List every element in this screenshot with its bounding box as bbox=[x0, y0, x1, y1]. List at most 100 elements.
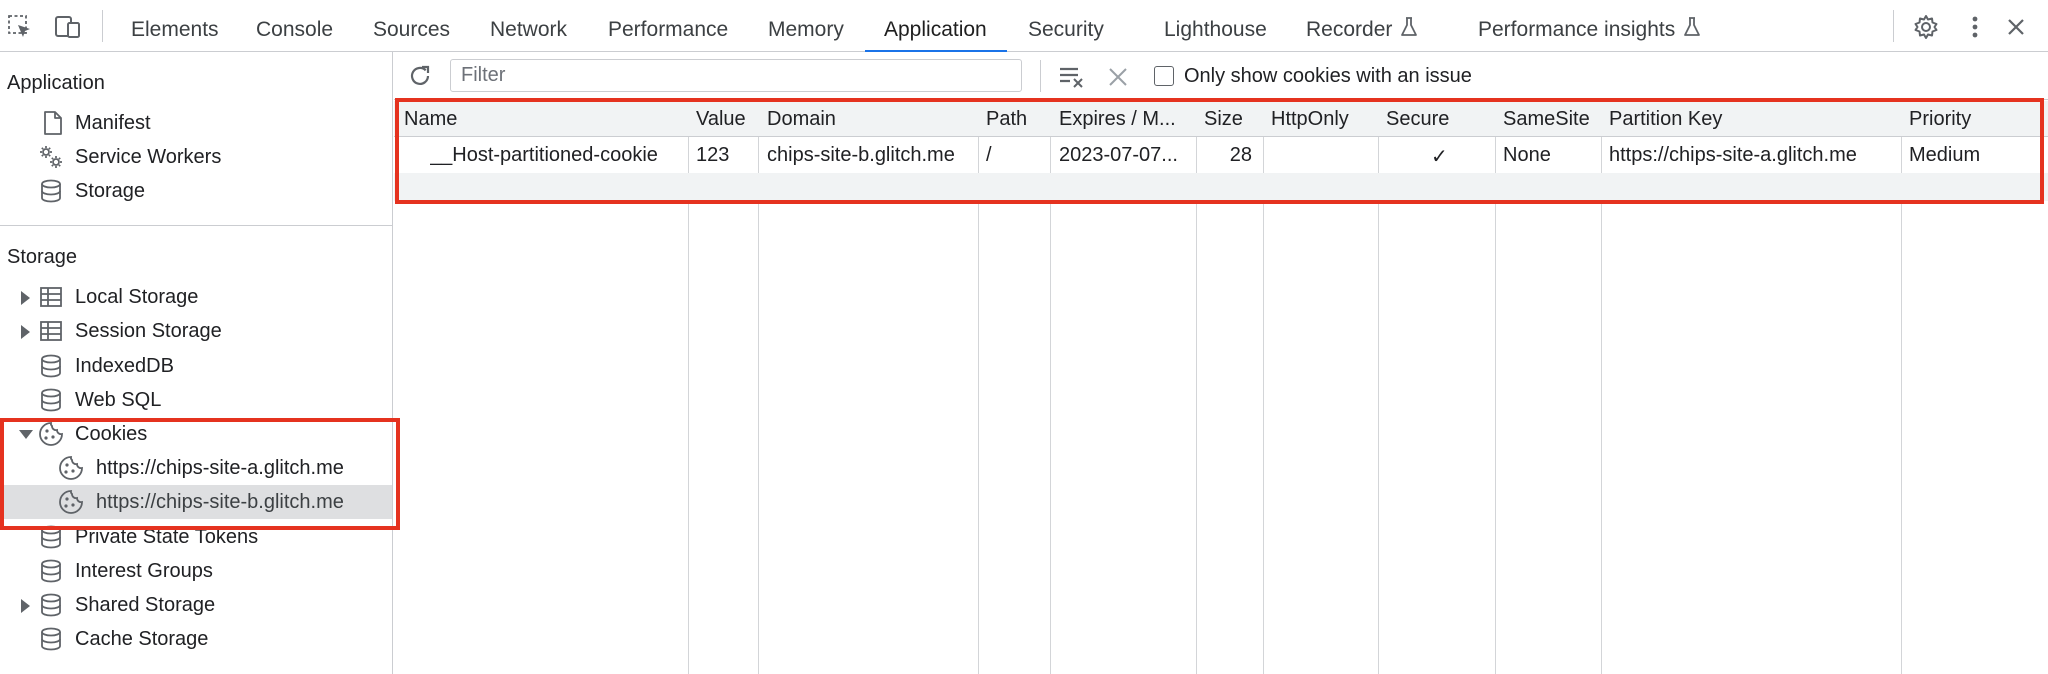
database-icon bbox=[41, 388, 61, 412]
cell-value: 123 bbox=[696, 144, 730, 166]
column-divider[interactable] bbox=[978, 101, 979, 674]
tab-recorder-label: Recorder bbox=[1306, 18, 1393, 41]
section-title-storage: Storage bbox=[7, 246, 78, 268]
column-divider[interactable] bbox=[1050, 101, 1051, 674]
expand-arrow-icon[interactable] bbox=[21, 325, 30, 339]
sidebar-item-cache-storage[interactable]: Cache Storage bbox=[0, 622, 392, 656]
sidebar-item-cookie-site-a[interactable]: https://chips-site-a.glitch.me bbox=[0, 451, 392, 485]
cell-expires: 2023-07-07... bbox=[1059, 144, 1178, 166]
tab-recorder[interactable]: Recorder bbox=[1306, 0, 1418, 52]
cell-path: / bbox=[986, 144, 992, 166]
clear-all-icon[interactable] bbox=[1058, 64, 1086, 90]
device-toolbar-icon[interactable] bbox=[54, 13, 82, 41]
cell-secure: ✓ bbox=[1431, 146, 1448, 168]
tab-lighthouse[interactable]: Lighthouse bbox=[1164, 18, 1267, 41]
tab-console[interactable]: Console bbox=[256, 18, 334, 41]
column-header-path[interactable]: Path bbox=[986, 108, 1028, 130]
delete-selected-icon[interactable] bbox=[1107, 66, 1129, 88]
sidebar-item-web-sql[interactable]: Web SQL bbox=[0, 383, 392, 417]
sidebar-item-cookie-site-b[interactable]: https://chips-site-b.glitch.me bbox=[0, 485, 392, 519]
sidebar-item-label: Shared Storage bbox=[75, 594, 216, 616]
tab-performance[interactable]: Performance bbox=[608, 18, 729, 41]
cell-domain: chips-site-b.glitch.me bbox=[767, 144, 955, 166]
sidebar-item-label: Interest Groups bbox=[75, 560, 213, 582]
devtools-toolbar: Elements Console Sources Network Perform… bbox=[0, 0, 2048, 52]
sidebar-item-interest-groups[interactable]: Interest Groups bbox=[0, 554, 392, 588]
tab-performance-insights[interactable]: Performance insights bbox=[1478, 0, 1701, 52]
sidebar-item-label: Session Storage bbox=[75, 320, 222, 342]
database-icon bbox=[41, 627, 61, 651]
cookies-filter-bar: Only show cookies with an issue bbox=[394, 52, 2048, 100]
sidebar-item-label: Web SQL bbox=[75, 389, 162, 411]
expand-arrow-icon[interactable] bbox=[21, 291, 30, 305]
close-icon[interactable] bbox=[2002, 13, 2030, 41]
gears-icon bbox=[40, 146, 62, 168]
sidebar-item-label: Private State Tokens bbox=[75, 526, 259, 548]
cookie-icon bbox=[59, 490, 83, 514]
only-issues-checkbox[interactable] bbox=[1154, 66, 1174, 86]
column-divider[interactable] bbox=[1263, 101, 1264, 674]
cookies-table: Name Value Domain Path Expires / M... Si… bbox=[394, 101, 2048, 674]
column-header-partition-key[interactable]: Partition Key bbox=[1609, 108, 1723, 130]
sidebar-item-private-state-tokens[interactable]: Private State Tokens bbox=[0, 520, 392, 554]
sidebar-item-label: Local Storage bbox=[75, 286, 199, 308]
section-divider bbox=[0, 225, 392, 226]
tab-network[interactable]: Network bbox=[490, 18, 568, 41]
sidebar-item-label: Cache Storage bbox=[75, 628, 209, 650]
column-header-samesite[interactable]: SameSite bbox=[1503, 108, 1590, 130]
tab-security[interactable]: Security bbox=[1028, 18, 1104, 41]
sidebar-item-storage[interactable]: Storage bbox=[0, 174, 392, 208]
sidebar: Application Manifest Service Workers Sto… bbox=[0, 52, 393, 674]
filter-input[interactable] bbox=[450, 59, 1022, 92]
cell-priority: Medium bbox=[1909, 144, 1981, 166]
column-header-size[interactable]: Size bbox=[1204, 108, 1243, 130]
table-row-empty bbox=[394, 173, 2048, 201]
more-options-icon[interactable] bbox=[1961, 13, 1989, 41]
table-row[interactable]: __Host-partitioned-cookie 123 chips-site… bbox=[394, 137, 2048, 173]
tab-application[interactable]: Application bbox=[865, 0, 1007, 52]
cell-size: 28 bbox=[1229, 144, 1252, 166]
refresh-icon[interactable] bbox=[406, 62, 434, 90]
sidebar-item-service-workers[interactable]: Service Workers bbox=[0, 140, 392, 174]
column-divider[interactable] bbox=[758, 101, 759, 674]
cell-name: __Host-partitioned-cookie bbox=[430, 144, 658, 166]
column-header-secure[interactable]: Secure bbox=[1386, 108, 1450, 130]
cell-samesite: None bbox=[1503, 144, 1551, 166]
column-header-name[interactable]: Name bbox=[404, 108, 458, 130]
table-icon bbox=[40, 321, 62, 341]
flask-icon bbox=[1684, 17, 1701, 37]
sidebar-item-label: Manifest bbox=[75, 112, 151, 134]
column-divider[interactable] bbox=[1495, 101, 1496, 674]
tab-sources[interactable]: Sources bbox=[373, 18, 451, 41]
sidebar-item-label: Storage bbox=[75, 180, 146, 202]
tab-elements[interactable]: Elements bbox=[131, 18, 219, 41]
column-header-priority[interactable]: Priority bbox=[1909, 108, 1972, 130]
database-icon bbox=[41, 179, 61, 203]
column-header-domain[interactable]: Domain bbox=[767, 108, 836, 130]
column-header-httponly[interactable]: HttpOnly bbox=[1271, 108, 1349, 130]
sidebar-item-manifest[interactable]: Manifest bbox=[0, 106, 392, 140]
document-icon bbox=[44, 111, 62, 135]
column-header-expires[interactable]: Expires / M... bbox=[1059, 108, 1176, 130]
cookie-icon bbox=[59, 456, 83, 480]
sidebar-item-label: Cookies bbox=[75, 423, 148, 445]
settings-icon[interactable] bbox=[1912, 13, 1940, 41]
column-divider[interactable] bbox=[1196, 101, 1197, 674]
column-divider[interactable] bbox=[688, 101, 689, 674]
sidebar-item-label: IndexedDB bbox=[75, 355, 174, 377]
collapse-arrow-icon[interactable] bbox=[19, 430, 33, 439]
inspect-element-icon[interactable] bbox=[6, 13, 34, 41]
column-header-value[interactable]: Value bbox=[696, 108, 746, 130]
sidebar-item-shared-storage[interactable]: Shared Storage bbox=[0, 588, 392, 622]
column-divider[interactable] bbox=[1901, 101, 1902, 674]
sidebar-item-session-storage[interactable]: Session Storage bbox=[0, 314, 392, 348]
cookie-icon bbox=[39, 422, 63, 446]
sidebar-item-local-storage[interactable]: Local Storage bbox=[0, 280, 392, 314]
column-divider[interactable] bbox=[1601, 101, 1602, 674]
sidebar-item-label: Service Workers bbox=[75, 146, 222, 168]
column-divider[interactable] bbox=[1378, 101, 1379, 674]
expand-arrow-icon[interactable] bbox=[21, 599, 30, 613]
sidebar-item-cookies[interactable]: Cookies bbox=[0, 417, 392, 451]
sidebar-item-indexeddb[interactable]: IndexedDB bbox=[0, 349, 392, 383]
tab-memory[interactable]: Memory bbox=[768, 18, 844, 41]
